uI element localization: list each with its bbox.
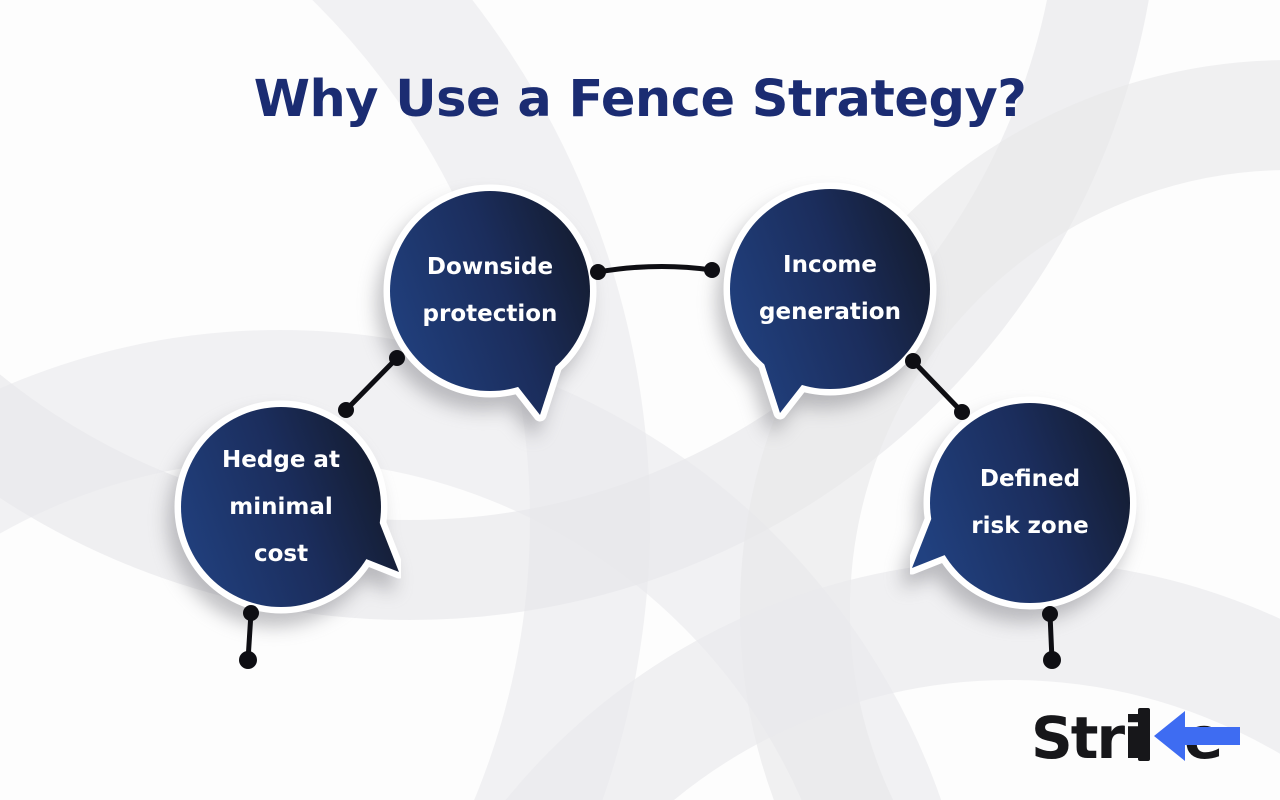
bubble-label: Hedge at minimal cost: [181, 407, 381, 607]
bubble-label-line: generation: [759, 299, 901, 325]
bubble-defined-risk-zone: Defined risk zone: [910, 385, 1150, 635]
bubble-label-line: Income: [783, 252, 877, 278]
bubble-hedge-minimal-cost: Hedge at minimal cost: [161, 389, 401, 639]
strike-logo: Stri e: [1031, 698, 1243, 772]
left-arrow-icon: [1154, 711, 1240, 761]
bubble-label: Income generation: [730, 189, 930, 389]
strike-logo-graphic: Stri e: [1031, 704, 1240, 772]
speech-bubble-shape: [723, 182, 937, 420]
bubble-label-line: Downside: [426, 254, 554, 280]
speech-bubble-shape: [174, 400, 401, 614]
bubble-income-generation: Income generation: [710, 171, 950, 421]
bubble-label-line: cost: [253, 540, 309, 567]
speech-bubble-shape: [383, 184, 597, 422]
speech-bubble-shape: [910, 396, 1137, 610]
logo-k-stem: [1138, 708, 1150, 761]
bubble-label-line: Defined: [979, 466, 1081, 492]
page-title: Why Use a Fence Strategy?: [253, 70, 1027, 129]
bubble-label-line: risk zone: [971, 513, 1089, 539]
logo-text-prefix: Stri: [1031, 704, 1141, 772]
bubble-downside-protection: Downside protection: [370, 173, 610, 423]
bubble-label-line: protection: [422, 301, 558, 327]
bubble-label-line: minimal: [229, 493, 333, 520]
bubble-label: Defined risk zone: [930, 403, 1130, 603]
bubble-label-line: Hedge at: [222, 446, 340, 473]
bubble-label: Downside protection: [390, 191, 590, 391]
